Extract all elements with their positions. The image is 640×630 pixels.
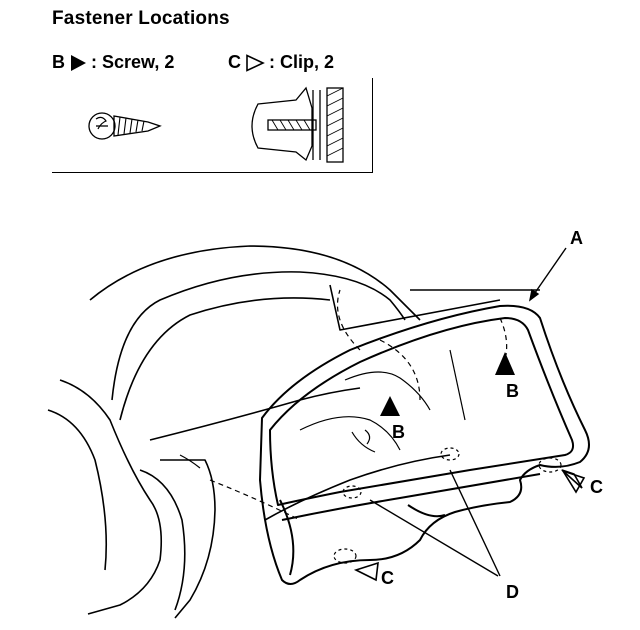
legend-screw-text: : Screw, 2 <box>91 52 175 72</box>
screw-marker-left <box>380 396 400 416</box>
clip-location-marks <box>333 447 562 564</box>
legend-clip-text: : Clip, 2 <box>269 52 335 72</box>
legend-clip-letter: C <box>228 52 241 72</box>
trim-panel-a <box>259 304 590 585</box>
filled-triangle-icon <box>71 54 86 71</box>
callout-d: D <box>506 582 519 602</box>
clip-marker-right <box>561 469 586 494</box>
legend-screw: B : Screw, 2 <box>52 52 174 73</box>
callout-b-left: B <box>392 422 405 442</box>
interior-details <box>179 349 466 469</box>
diagram-title: Fastener Locations <box>52 8 230 29</box>
screw-illustration <box>88 112 162 140</box>
clip-marker-left <box>353 561 379 582</box>
callout-c-left: C <box>381 568 394 588</box>
legend-screw-letter: B <box>52 52 65 72</box>
outline-triangle-icon <box>246 53 265 72</box>
screw-marker-right <box>495 352 515 375</box>
vehicle-body <box>47 245 540 619</box>
callout-c-right: C <box>590 477 603 497</box>
callout-a: A <box>570 228 583 248</box>
leader-lines <box>369 247 567 577</box>
clip-illustration <box>251 86 344 163</box>
fastener-legend-box <box>52 78 373 173</box>
legend-clip: C : Clip, 2 <box>228 52 334 73</box>
callout-b-right: B <box>506 381 519 401</box>
